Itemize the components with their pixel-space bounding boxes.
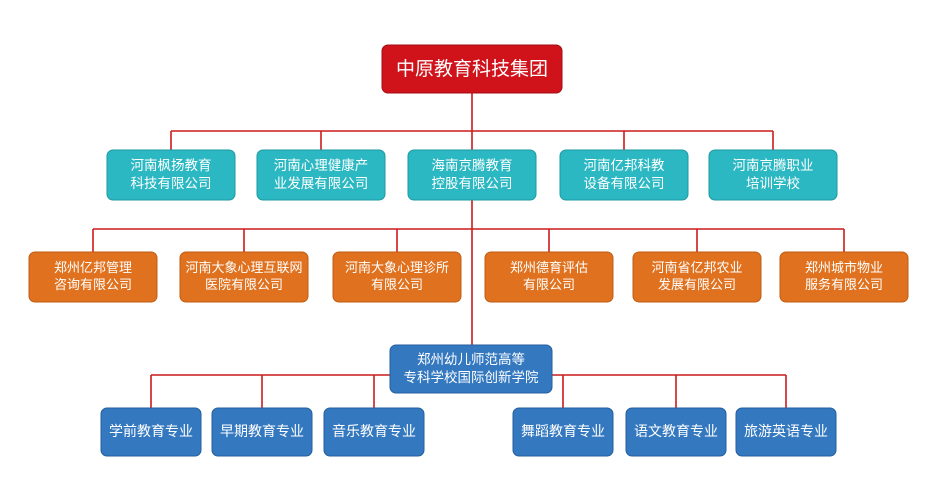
tier2-node-label: 有限公司: [371, 278, 423, 293]
college-node-label: 专科学校国际创新学院: [404, 369, 539, 386]
tier1-node-label: 设备有限公司: [584, 175, 665, 192]
major-node-box: [211, 407, 313, 457]
tier2-node-label: 河南省亿邦农业: [651, 260, 742, 276]
tier1-node-box: [407, 149, 537, 201]
tier2-node-label: 河南大象心理诊所: [345, 260, 449, 276]
major-node-box: [625, 407, 727, 457]
tier2-node-box: [28, 251, 158, 303]
major-node-box: [323, 407, 425, 457]
major-node: 早期教育专业: [211, 407, 313, 457]
tier2-node-box: [332, 251, 462, 303]
tier1-node-box: [256, 149, 386, 201]
tier2-node-label: 咨询有限公司: [54, 278, 132, 293]
major-node-box: [100, 407, 202, 457]
tier2-node-box: [779, 251, 909, 303]
tier1-node-label: 控股有限公司: [432, 176, 513, 192]
tier2-node-label: 有限公司: [523, 278, 575, 293]
major-node-label: 舞蹈教育专业: [521, 424, 605, 440]
tier1-node-label: 河南京腾职业: [733, 157, 814, 174]
major-node: 学前教育专业: [100, 407, 202, 457]
tier2-node-label: 郑州亿邦管理: [54, 261, 132, 276]
tier2-node-box: [632, 251, 762, 303]
tier1-node-label: 培训学校: [746, 175, 800, 192]
tier1-node-label: 科技有限公司: [131, 176, 212, 192]
tier2-node-label: 服务有限公司: [805, 277, 883, 293]
college-node-label: 郑州幼儿师范高等: [417, 351, 525, 368]
major-node-label: 语文教育专业: [634, 424, 718, 440]
tier1-node-label: 河南亿邦科教: [584, 158, 665, 174]
major-node: 语文教育专业: [625, 407, 727, 457]
tier2-node-box: [484, 251, 614, 303]
tier2-node-label: 发展有限公司: [658, 277, 736, 293]
tier1-node-box: [106, 149, 236, 201]
tier2-node-label: 郑州德育评估: [510, 260, 588, 276]
tier1-node-box: [559, 149, 689, 201]
tier1-node-box: [708, 149, 838, 201]
major-node-label: 音乐教育专业: [332, 423, 416, 440]
tier2-node-label: 医院有限公司: [205, 278, 283, 293]
tier1-node-label: 河南心理健康产: [274, 157, 369, 174]
tier1-node-label: 海南京腾教育: [432, 157, 513, 174]
major-node-label: 学前教育专业: [109, 423, 193, 440]
tier1-node-label: 河南枫扬教育: [131, 158, 212, 174]
tier1-node-label: 业发展有限公司: [274, 176, 369, 192]
tier2-node-label: 河南大象心理互联网: [185, 260, 302, 276]
major-node-label: 早期教育专业: [220, 424, 304, 440]
root-node-box: [381, 44, 563, 94]
org-nodes: 中原教育科技集团河南枫扬教育科技有限公司河南心理健康产业发展有限公司海南京腾教育…: [28, 44, 909, 457]
root-node-label: 中原教育科技集团: [396, 58, 548, 80]
root-node: 中原教育科技集团: [381, 44, 563, 94]
tier2-node-label: 郑州城市物业: [805, 260, 883, 276]
tier2-node-box: [179, 251, 309, 303]
major-node-box: [735, 407, 837, 457]
major-node-box: [512, 407, 614, 457]
major-node: 舞蹈教育专业: [512, 407, 614, 457]
major-node: 音乐教育专业: [323, 407, 425, 457]
major-node-label: 旅游英语专业: [744, 423, 828, 440]
major-node: 旅游英语专业: [735, 407, 837, 457]
college-node-box: [389, 344, 553, 394]
